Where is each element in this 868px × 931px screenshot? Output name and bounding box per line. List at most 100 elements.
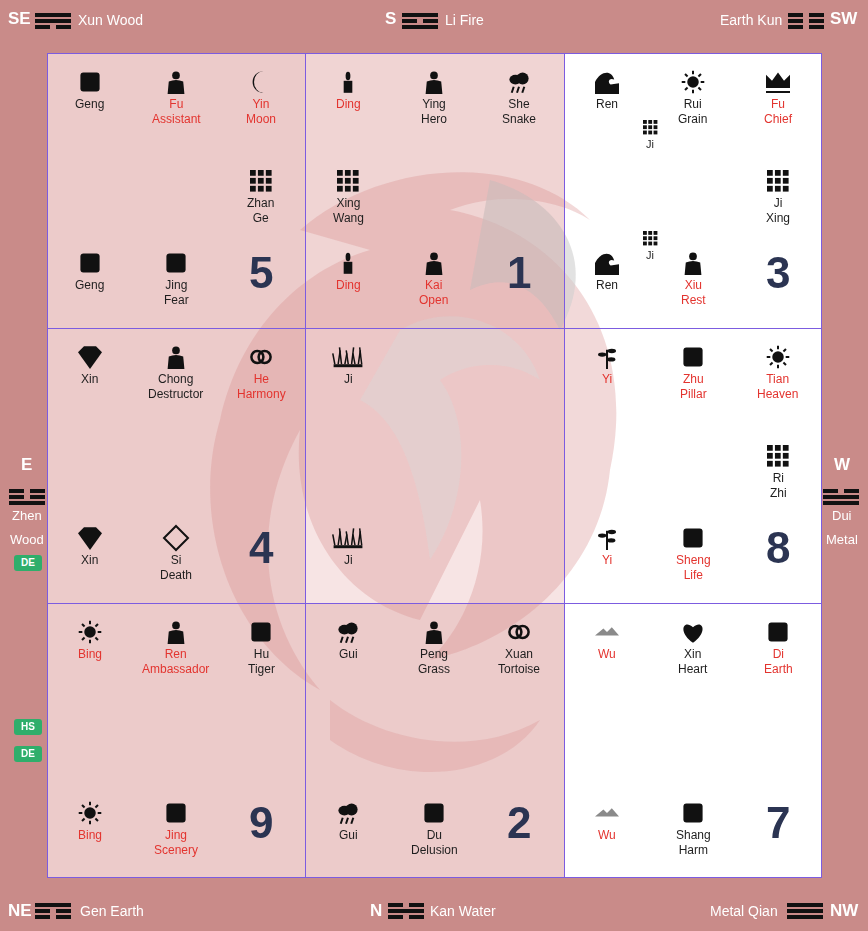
palace-label: Gui (339, 828, 358, 843)
sun-ray (89, 640, 91, 644)
grid-dot (353, 186, 359, 192)
trigram-bar (9, 501, 45, 505)
palace-label: Ji (344, 372, 353, 387)
palace-number: 8 (766, 521, 790, 575)
rain-line (351, 637, 353, 643)
trigram-bar (409, 915, 424, 919)
plant-leaf (607, 357, 615, 361)
grid-dot (648, 236, 652, 240)
person-icon (685, 253, 702, 275)
shaded-cell (305, 603, 564, 878)
person-icon (168, 347, 185, 369)
trigram-label: Gen Earth (80, 903, 144, 920)
palace-box: BingRen AmbassadorHu TigerBingJing Scene… (47, 603, 305, 878)
trigram-bar (35, 19, 71, 23)
grid-dot (258, 186, 264, 192)
symbol-shape (424, 803, 443, 822)
sign-shape (164, 526, 188, 550)
trigram-bar (35, 903, 71, 907)
trigram-bar (35, 909, 50, 913)
rain-line (341, 637, 343, 643)
moon-icon (253, 71, 264, 93)
palace-label: Ying Hero (421, 97, 447, 127)
grass-icon (333, 528, 363, 548)
trigram-bar (9, 495, 24, 499)
cloud-icon (509, 72, 528, 92)
trigram-bar (56, 25, 71, 29)
trigram-bar (30, 489, 45, 493)
direction-label: NE (8, 901, 32, 921)
grid-line (47, 328, 822, 329)
person-body (168, 630, 185, 644)
sun-disc (84, 626, 96, 638)
moon-shape (253, 71, 264, 93)
grid-line (47, 603, 822, 604)
trigram-symbol (9, 489, 45, 505)
grid-dot (767, 453, 773, 459)
candle-flame (346, 72, 351, 81)
plant-leaf (608, 530, 616, 534)
palace-label: Rui Grain (678, 97, 707, 127)
ring-icon (509, 626, 528, 638)
sun-ray (98, 631, 102, 633)
rain-line (517, 87, 519, 93)
grid-lines (47, 53, 822, 878)
sun-ray (89, 621, 91, 625)
palace-box: RenRui GrainFu ChiefJiJi XingJiRenXiu Re… (564, 53, 822, 328)
person-head (430, 72, 438, 80)
grid-dot (266, 170, 272, 176)
grass-blade (360, 528, 362, 545)
grid-line (564, 53, 565, 878)
grid-dot (250, 170, 256, 176)
trigram-bar (35, 915, 50, 919)
grid-icon (643, 231, 657, 245)
direction-label: NW (830, 901, 858, 921)
gem-icon (78, 527, 102, 550)
grid-dot (266, 178, 272, 184)
palace-number: 1 (507, 246, 531, 300)
watermark-flame (210, 172, 616, 690)
sun-ray (95, 624, 98, 627)
grid-dot (654, 125, 658, 129)
grid-icon (643, 120, 657, 134)
grid-dot (643, 131, 647, 135)
person-body (168, 355, 185, 369)
grid-dot (654, 236, 658, 240)
grid-dot (266, 186, 272, 192)
grid-dot (345, 186, 351, 192)
palace-number: 9 (249, 796, 273, 850)
grid-icon (337, 170, 359, 192)
palace-number: 5 (249, 246, 273, 300)
palace-label: Ji (646, 249, 654, 262)
flame-icon (344, 253, 353, 274)
person-icon (168, 622, 185, 644)
grid-ground (47, 53, 822, 878)
direction-label: SW (830, 9, 857, 29)
sun-ray (682, 81, 686, 83)
plant-leaf (598, 352, 606, 356)
palace-number: 2 (507, 796, 531, 850)
trigram-bar (388, 915, 403, 919)
gem-icon (78, 346, 102, 369)
palace-label: Geng (75, 97, 104, 112)
rain-line (341, 818, 343, 824)
trigram-label: Li Fire (445, 12, 484, 29)
grid-dot (258, 170, 264, 176)
grid-dot (643, 236, 647, 240)
phoenix-watermark (210, 172, 616, 772)
palace-box: YiZhu PillarTian HeavenRi ZhiYiSheng Lif… (564, 328, 822, 603)
grid-dot (783, 186, 789, 192)
sun-ray (698, 74, 701, 77)
symbol-shape (80, 72, 99, 91)
grid-dot (337, 178, 343, 184)
sun-ray (685, 87, 688, 90)
crown-line (766, 91, 790, 93)
badge-text: HS (14, 719, 42, 735)
palace-box: JiJi (305, 328, 564, 603)
grass-icon (333, 347, 363, 367)
symbol-shape (683, 803, 702, 822)
grass-blade (333, 534, 335, 545)
sign-icon (164, 526, 188, 550)
trigram-symbol (402, 13, 438, 29)
trigram-bar (844, 489, 859, 493)
